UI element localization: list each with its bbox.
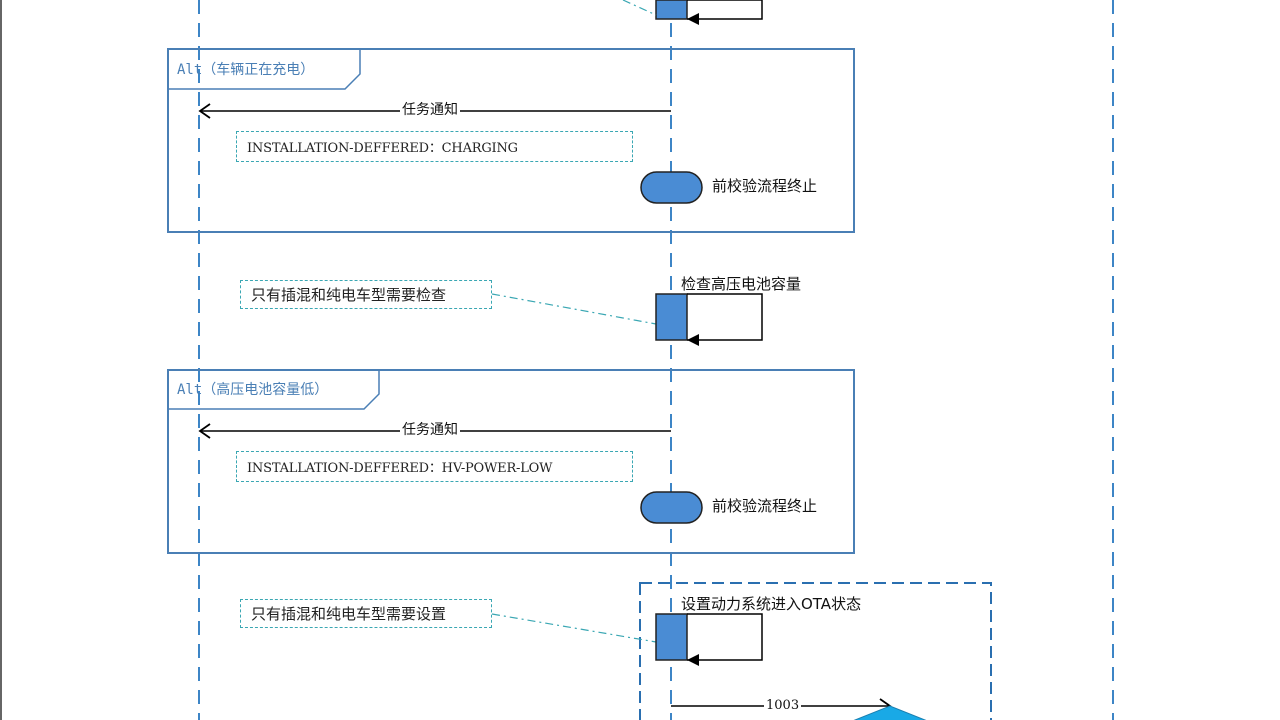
note-charging-text: INSTALLATION-DEFFERED：CHARGING: [247, 141, 518, 156]
self-call-check-battery: [655, 293, 763, 346]
alt-frame-charging-tag: Alt（车辆正在充电）: [177, 62, 315, 78]
note-hv-power-low-text: INSTALLATION-DEFFERED：HV-POWER-LOW: [247, 461, 553, 476]
terminator-label-1: 前校验流程终止: [712, 177, 818, 195]
self-call-top: [655, 0, 763, 25]
alt-frame-hv-low: [167, 369, 855, 554]
terminator-1: [640, 171, 703, 204]
message-label-1: 任务通知: [400, 102, 460, 118]
self-call-label-check-battery: 检查高压电池容量: [681, 275, 802, 293]
note-connector-1: [491, 293, 657, 325]
ota-group-box: [639, 582, 992, 720]
note-check-required: 只有插混和纯电车型需要检查: [240, 280, 492, 309]
terminator-label-2: 前校验流程终止: [712, 497, 818, 515]
message-label-2: 任务通知: [400, 422, 460, 438]
note-connector-top: [622, 0, 657, 16]
alt-frame-charging: [167, 48, 855, 233]
note-connector-2: [491, 613, 657, 643]
message-label-1003: 1003: [764, 698, 802, 713]
note-set-required: 只有插混和纯电车型需要设置: [240, 599, 492, 628]
note-set-required-text: 只有插混和纯电车型需要设置: [251, 605, 447, 623]
self-call-label-ota-state: 设置动力系统进入OTA状态: [681, 595, 862, 613]
terminator-2: [640, 491, 703, 524]
note-charging: INSTALLATION-DEFFERED：CHARGING: [236, 131, 633, 162]
alt-frame-hv-low-tag: Alt（高压电池容量低）: [177, 382, 329, 398]
note-check-required-text: 只有插混和纯电车型需要检查: [251, 286, 447, 304]
self-call-ota-state: [655, 613, 763, 666]
note-hv-power-low: INSTALLATION-DEFFERED：HV-POWER-LOW: [236, 451, 633, 482]
decision-diamond: [853, 705, 927, 720]
